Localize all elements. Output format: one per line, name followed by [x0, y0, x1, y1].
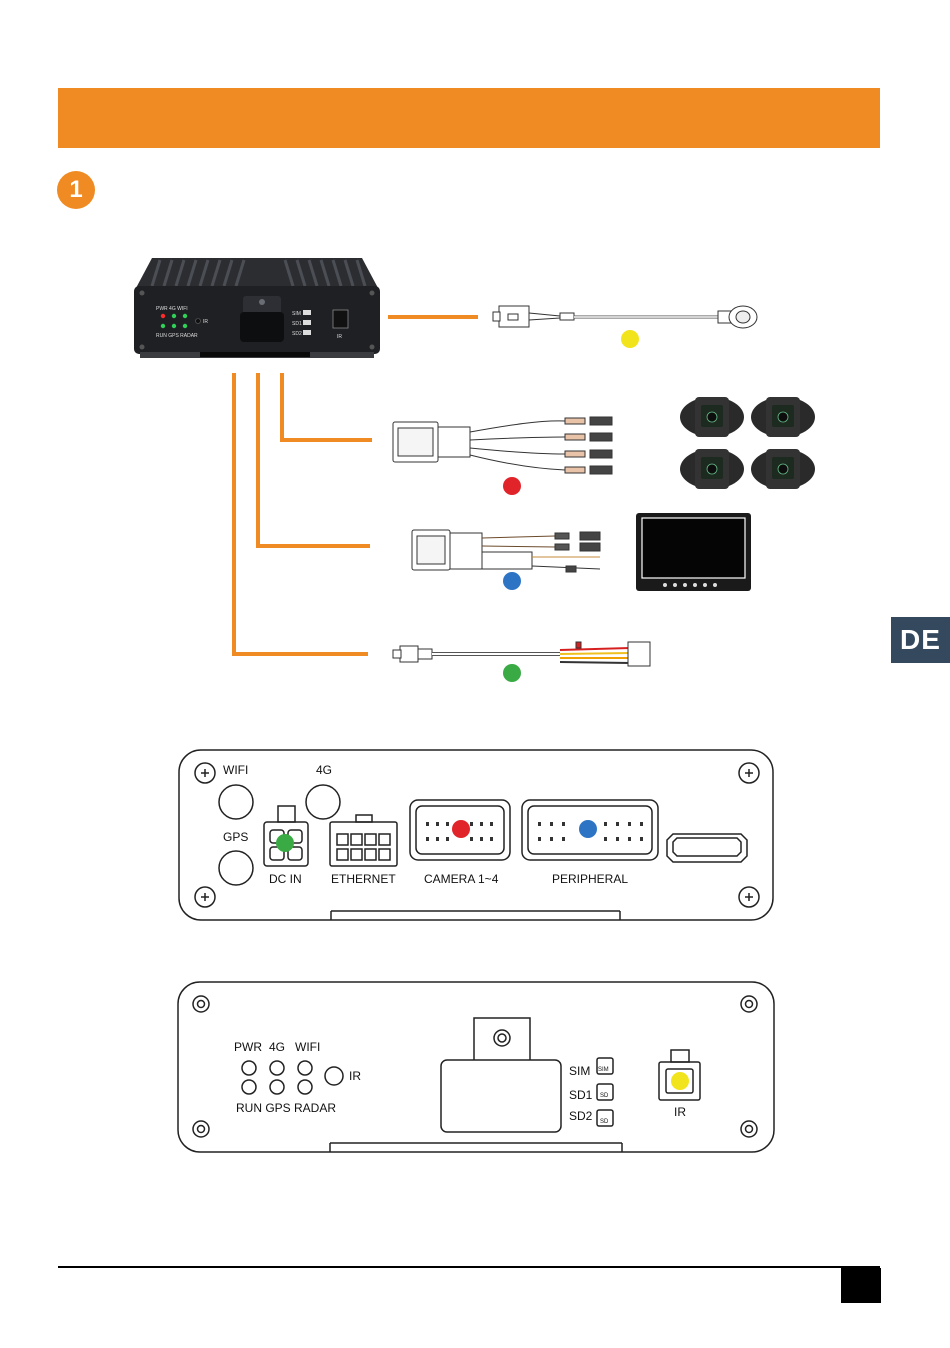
front-sd1-label: SD1 [569, 1088, 593, 1102]
sd2-slot-icon-label: SD [600, 1119, 609, 1125]
monitor-image [636, 513, 751, 591]
connection-lines [234, 317, 478, 654]
front-4g-label: 4G [269, 1040, 285, 1054]
ir-cable-marker [621, 330, 639, 348]
front-ir-port-label: IR [674, 1105, 686, 1119]
camera-cable-image [393, 417, 612, 474]
front-panel-drawing [178, 982, 774, 1152]
rear-4g-label: 4G [316, 763, 332, 777]
rear-gps-label: GPS [223, 830, 248, 844]
sd1-slot-icon-label: SD [600, 1093, 609, 1099]
rear-peripheral-label: PERIPHERAL [552, 872, 628, 886]
dc-in-marker [276, 834, 294, 852]
ir-cable-image [493, 306, 757, 328]
power-cable-marker [503, 664, 521, 682]
camera-cable-marker [503, 477, 521, 495]
peripheral-cable-image [412, 530, 600, 572]
rear-panel-drawing [179, 750, 773, 920]
camera-units-image [680, 397, 815, 489]
ir-port-marker [671, 1072, 689, 1090]
peripheral-port-marker [579, 820, 597, 838]
device-led-labels-top: PWR 4G WIFI [156, 306, 188, 312]
device-led-labels-bottom: RUN GPS RADAR [156, 333, 198, 339]
front-ir-label: IR [349, 1069, 361, 1083]
device-sd2-label: SD2 [292, 331, 302, 337]
device-sd1-label: SD1 [292, 321, 302, 327]
front-sim-label: SIM [569, 1064, 590, 1078]
front-wifi-label: WIFI [295, 1040, 320, 1054]
front-sd2-label: SD2 [569, 1109, 593, 1123]
power-cable-image [393, 642, 650, 666]
device-ir-port-label: IR [337, 334, 342, 340]
rear-dc-in-label: DC IN [269, 872, 302, 886]
front-pwr-label: PWR [234, 1040, 262, 1054]
device-ir-label: IR [203, 319, 208, 325]
rear-ethernet-label: ETHERNET [331, 872, 396, 886]
device-sim-label: SIM [292, 311, 301, 317]
sim-slot-icon-label: SIM [598, 1067, 609, 1073]
camera-port-marker [452, 820, 470, 838]
rear-camera-label: CAMERA 1~4 [424, 872, 499, 886]
front-run-gps-radar-label: RUN GPS RADAR [236, 1101, 336, 1115]
peripheral-cable-marker [503, 572, 521, 590]
rear-wifi-label: WIFI [223, 763, 248, 777]
